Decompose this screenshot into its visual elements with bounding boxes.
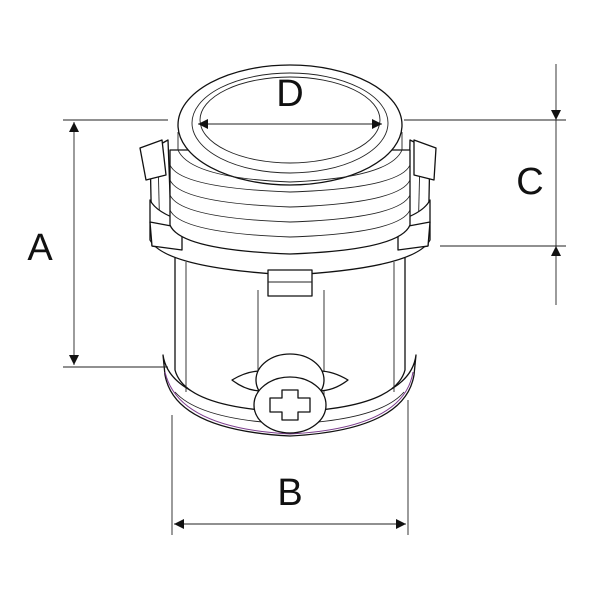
- dimension-b: B: [171, 400, 409, 535]
- dimension-a-label: A: [27, 227, 53, 269]
- dimension-c: C: [404, 64, 566, 305]
- clamp-screw: [231, 353, 349, 434]
- dimension-a: A: [27, 119, 168, 368]
- connector-body: [139, 64, 437, 437]
- dimension-d: D: [198, 73, 382, 129]
- dimension-d-label: D: [276, 73, 303, 115]
- dimension-c-label: C: [516, 161, 543, 203]
- dimension-b-label: B: [277, 472, 302, 514]
